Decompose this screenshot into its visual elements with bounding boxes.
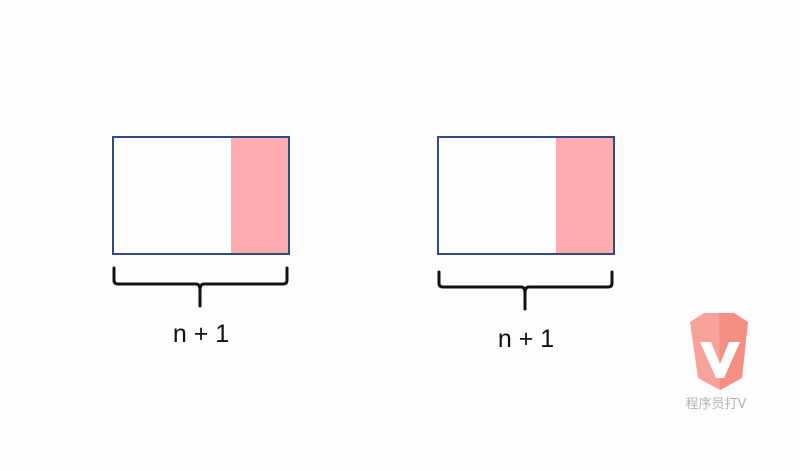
v-shield-logo-icon bbox=[690, 313, 748, 390]
array-box-left-border bbox=[112, 136, 290, 255]
array-box-right bbox=[437, 136, 615, 255]
array-box-left-highlight bbox=[231, 137, 289, 254]
group-label-right: n + 1 bbox=[497, 325, 555, 353]
array-box-right-highlight bbox=[556, 137, 614, 254]
brace-left bbox=[112, 266, 289, 308]
array-box-right-border bbox=[437, 136, 615, 255]
watermark-text: 程序员打V bbox=[685, 397, 747, 412]
array-box-left bbox=[112, 136, 290, 255]
group-label-left: n + 1 bbox=[172, 320, 230, 348]
brace-right bbox=[437, 270, 614, 311]
